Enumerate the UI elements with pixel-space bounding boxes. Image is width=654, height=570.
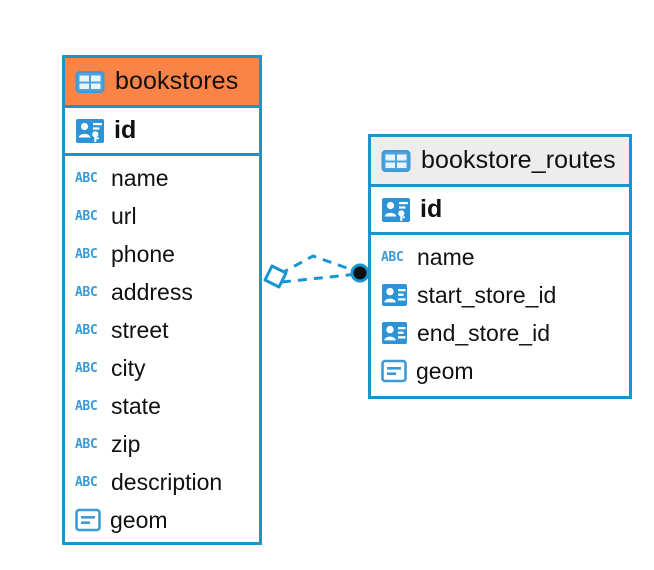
abc-icon: ABC	[381, 249, 404, 265]
relationship-line-lower	[281, 272, 359, 284]
relationship-line-upper	[279, 254, 359, 276]
field-label: name	[111, 164, 169, 191]
table-icon	[381, 149, 411, 173]
abc-icon: ABC	[75, 398, 98, 414]
field-row[interactable]: geom	[371, 352, 629, 390]
primary-key-label: id	[114, 116, 137, 144]
field-row[interactable]: geom	[65, 501, 259, 539]
diamond-endpoint-icon	[263, 264, 288, 289]
abc-icon: ABC	[75, 170, 98, 186]
field-label: geom	[416, 357, 474, 384]
field-label: street	[111, 316, 169, 343]
entity-title: bookstores	[115, 67, 239, 95]
geometry-icon	[75, 508, 101, 532]
abc-icon: ABC	[75, 208, 98, 224]
foreign-key-icon	[381, 321, 408, 345]
field-label: start_store_id	[417, 281, 557, 308]
primary-key-icon	[75, 118, 105, 144]
circle-endpoint-icon	[350, 263, 370, 283]
primary-key-icon	[381, 197, 411, 223]
field-row[interactable]: ABC url	[65, 197, 259, 235]
field-row[interactable]: ABC city	[65, 349, 259, 387]
field-row[interactable]: ABC address	[65, 273, 259, 311]
entity-title: bookstore_routes	[421, 146, 616, 174]
abc-icon: ABC	[75, 436, 98, 452]
field-label: phone	[111, 240, 175, 267]
abc-icon: ABC	[75, 360, 98, 376]
abc-icon: ABC	[75, 284, 98, 300]
field-label: end_store_id	[417, 319, 550, 346]
primary-key-label: id	[420, 195, 443, 223]
table-icon	[75, 70, 105, 94]
entity-header-bookstores[interactable]: bookstores	[65, 58, 259, 108]
field-row[interactable]: end_store_id	[371, 314, 629, 352]
entity-bookstores[interactable]: bookstores id ABC name	[62, 55, 262, 545]
abc-icon: ABC	[75, 474, 98, 490]
primary-key-row[interactable]: id	[371, 187, 629, 235]
relationship-connector[interactable]	[258, 240, 378, 315]
field-label: city	[111, 354, 146, 381]
field-row[interactable]: ABC zip	[65, 425, 259, 463]
field-label: state	[111, 392, 161, 419]
field-label: name	[417, 243, 475, 270]
field-row[interactable]: ABC description	[65, 463, 259, 501]
field-label: url	[111, 202, 137, 229]
field-label: address	[111, 278, 193, 305]
abc-icon: ABC	[75, 322, 98, 338]
field-row[interactable]: ABC name	[371, 238, 629, 276]
entity-bookstore-routes[interactable]: bookstore_routes id ABC name	[368, 134, 632, 399]
field-label: description	[111, 468, 223, 495]
foreign-key-icon	[381, 283, 408, 307]
field-list-bookstores: ABC name ABC url ABC phone ABC address A…	[65, 156, 259, 539]
field-row[interactable]: ABC state	[65, 387, 259, 425]
field-list-bookstore-routes: ABC name start_store_id	[371, 235, 629, 390]
field-row[interactable]: start_store_id	[371, 276, 629, 314]
field-row[interactable]: ABC name	[65, 159, 259, 197]
field-label: geom	[110, 506, 168, 533]
entity-header-bookstore-routes[interactable]: bookstore_routes	[371, 137, 629, 187]
primary-key-row[interactable]: id	[65, 108, 259, 156]
geometry-icon	[381, 359, 407, 383]
field-label: zip	[111, 430, 141, 457]
abc-icon: ABC	[75, 246, 98, 262]
field-row[interactable]: ABC street	[65, 311, 259, 349]
field-row[interactable]: ABC phone	[65, 235, 259, 273]
